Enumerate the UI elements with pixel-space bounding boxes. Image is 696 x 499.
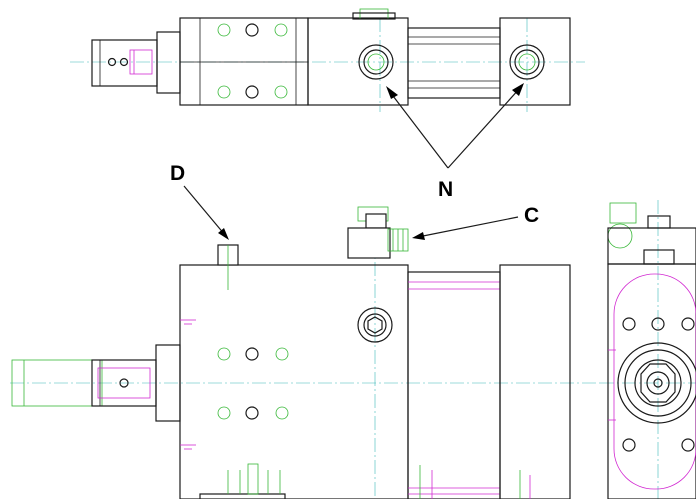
port-n-left (358, 44, 394, 80)
label-n: N (438, 178, 453, 201)
front-tube (407, 271, 501, 499)
callout-d: D (170, 162, 229, 240)
leader-d (183, 185, 226, 236)
label-c: C (524, 204, 539, 227)
port-n-right (509, 44, 545, 80)
sensor-c (347, 206, 409, 259)
position-indicator-d (217, 244, 239, 290)
arrowhead-c (412, 232, 425, 240)
leader-n-right (447, 87, 521, 169)
side-rod-flats (640, 363, 676, 403)
side-bore-outer (617, 342, 696, 424)
top-view (70, 8, 585, 112)
front-view (10, 206, 600, 499)
leader-n-left (389, 91, 449, 169)
front-cap (499, 264, 571, 499)
arrowhead-d (218, 228, 229, 240)
top-body (179, 17, 309, 106)
callout-c: C (412, 204, 539, 240)
arrowhead-n-right (512, 83, 524, 96)
top-rod-end (91, 39, 158, 87)
arrowhead-n-left (386, 86, 398, 99)
leader-c (417, 216, 519, 238)
top-head (307, 8, 409, 106)
callout-n: N (386, 83, 524, 201)
front-port-plug (357, 307, 393, 343)
front-body (179, 264, 409, 499)
top-cap (499, 17, 571, 106)
side-view (600, 200, 696, 499)
top-tube (407, 27, 501, 99)
label-d: D (170, 162, 185, 185)
